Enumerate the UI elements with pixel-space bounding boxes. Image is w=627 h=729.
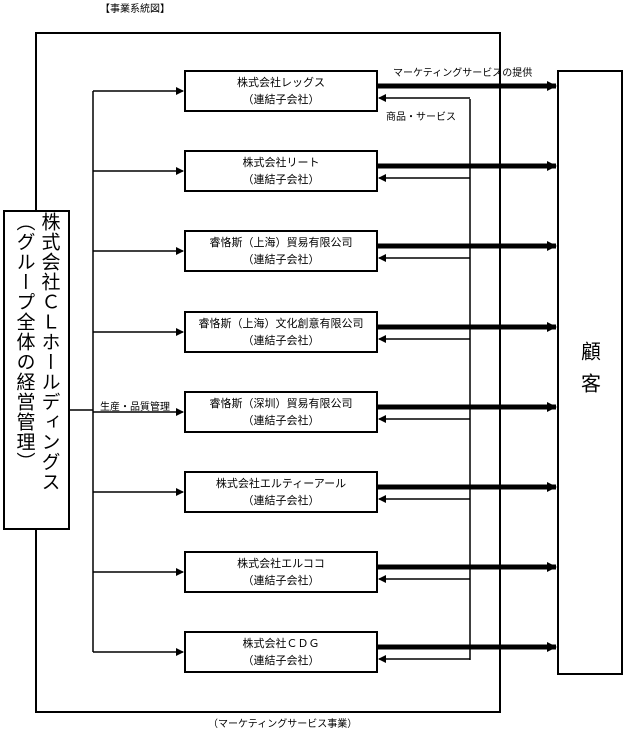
- subsidiary-box: 株式会社エルティーアール （連結子会社）: [184, 471, 378, 513]
- subsidiary-name: 睿恪斯（深圳）貿易有限公司: [209, 397, 353, 410]
- subsidiary-type: （連結子会社）: [242, 494, 320, 507]
- subsidiary-name: 睿恪斯（上海）文化創意有限公司: [198, 317, 364, 330]
- segment-label: （マーケティングサービス事業）: [208, 719, 358, 729]
- subsidiary-box: 睿恪斯（上海）文化創意有限公司 （連結子会社）: [184, 311, 378, 353]
- holding-company-role: （グループ全体の経営管理）: [13, 212, 36, 472]
- goods-services-label: 商品・サービス: [386, 112, 456, 123]
- subsidiary-box: 睿恪斯（深圳）貿易有限公司 （連結子会社）: [184, 391, 378, 433]
- marketing-provision-label: マーケティングサービスの提供: [393, 68, 533, 79]
- subsidiary-name: 株式会社エルココ: [237, 557, 325, 570]
- subsidiary-type: （連結子会社）: [242, 414, 320, 427]
- customer-box: 顧客: [557, 70, 623, 675]
- subsidiary-box: 株式会社リート （連結子会社）: [184, 150, 378, 192]
- production-quality-label: 生産・品質管理: [100, 402, 170, 413]
- subsidiary-name: 株式会社リート: [242, 156, 320, 169]
- holding-company-name: 株式会社ＣＬホールディングス: [38, 212, 61, 492]
- subsidiary-box: 株式会社レッグス （連結子会社）: [184, 70, 378, 112]
- subsidiary-name: 株式会社エルティーアール: [215, 477, 347, 490]
- subsidiary-type: （連結子会社）: [242, 334, 320, 347]
- diagram-title: 【事業系統図】: [100, 4, 170, 15]
- subsidiary-box: 株式会社ＣＤＧ （連結子会社）: [184, 631, 378, 673]
- subsidiary-type: （連結子会社）: [242, 93, 320, 106]
- subsidiary-box: 睿恪斯（上海）貿易有限公司 （連結子会社）: [184, 230, 378, 272]
- segment-frame: [35, 32, 501, 713]
- subsidiary-type: （連結子会社）: [242, 654, 320, 667]
- subsidiary-name: 睿恪斯（上海）貿易有限公司: [209, 236, 353, 249]
- subsidiary-type: （連結子会社）: [242, 574, 320, 587]
- customer-label: 顧客: [577, 340, 602, 405]
- subsidiary-name: 株式会社ＣＤＧ: [242, 637, 320, 650]
- holding-company-box: 株式会社ＣＬホールディングス（グループ全体の経営管理）: [3, 210, 70, 530]
- subsidiary-box: 株式会社エルココ （連結子会社）: [184, 551, 378, 593]
- subsidiary-type: （連結子会社）: [242, 173, 320, 186]
- subsidiary-name: 株式会社レッグス: [237, 76, 325, 89]
- subsidiary-type: （連結子会社）: [242, 253, 320, 266]
